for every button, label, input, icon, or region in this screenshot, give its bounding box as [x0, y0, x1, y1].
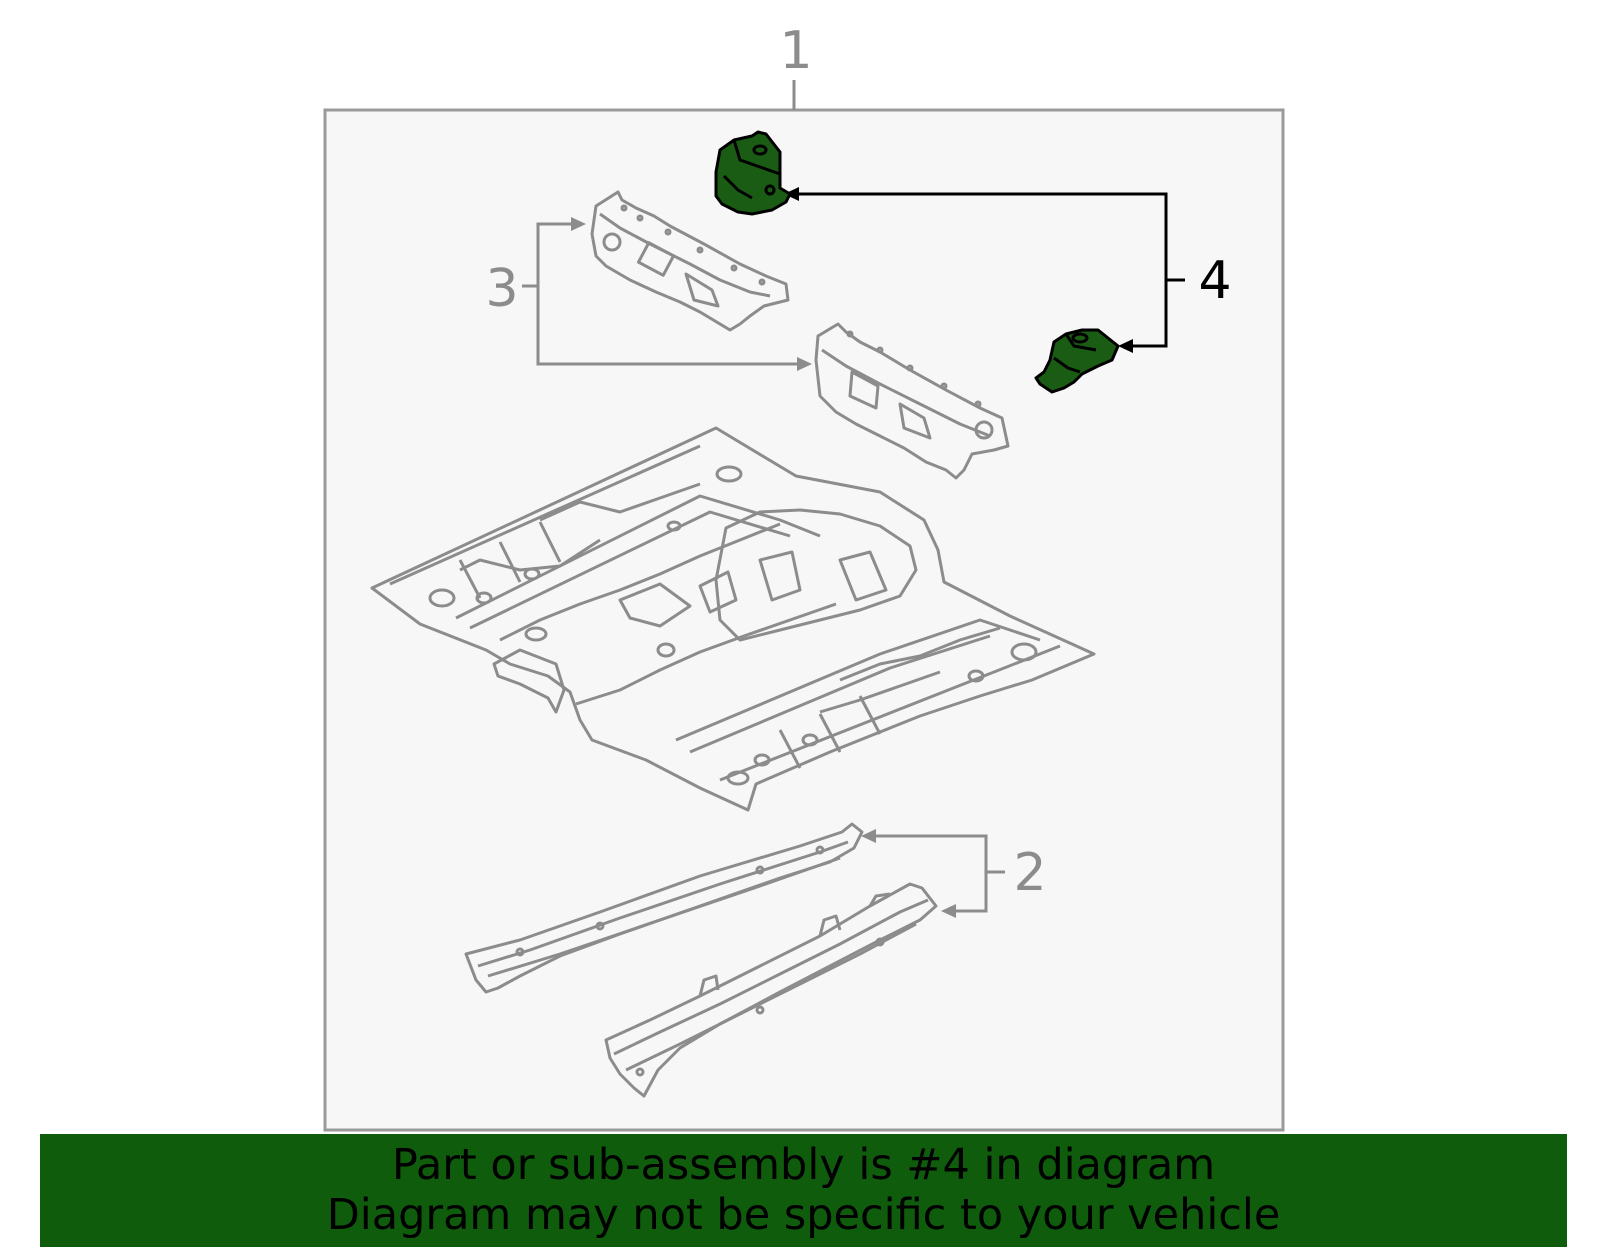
part-2-rail-upper: [464, 822, 864, 994]
part-4-bracket-lower: [1034, 328, 1120, 394]
callout-3: 3: [485, 259, 518, 319]
assembly-frame: [323, 108, 1285, 1132]
part-3-crossmember-lower: [814, 322, 1010, 480]
callout-3-arrow-lower: [797, 357, 812, 371]
callout-3-leader-lower: [536, 286, 800, 366]
callout-2-arrow-upper: [861, 829, 876, 843]
floor-pan: [370, 426, 1096, 812]
banner-line-part-number: Part or sub-assembly is #4 in diagram: [391, 1140, 1216, 1190]
banner-line-disclaimer: Diagram may not be specific to your vehi…: [326, 1190, 1281, 1240]
callout-1: 1: [779, 21, 812, 81]
part-3-crossmember-upper: [590, 190, 790, 332]
callout-2: 2: [1013, 843, 1046, 903]
callout-4: 4: [1198, 251, 1231, 311]
callout-2-arrow-lower: [941, 904, 956, 918]
callout-4-leader-lower: [1128, 280, 1168, 348]
callout-3-arrow-upper: [571, 217, 586, 231]
part-4-bracket-upper: [714, 130, 792, 216]
callout-2-leader: [872, 834, 1005, 874]
callout-3-leader: [522, 222, 575, 288]
part-notice-banner: Part or sub-assembly is #4 in diagram Di…: [40, 1134, 1567, 1247]
callout-4-leader: [795, 192, 1185, 282]
callout-2-leader-lower: [952, 872, 988, 913]
part-2-rail-lower: [604, 882, 938, 1098]
callout-4-arrow-lower: [1118, 339, 1133, 353]
